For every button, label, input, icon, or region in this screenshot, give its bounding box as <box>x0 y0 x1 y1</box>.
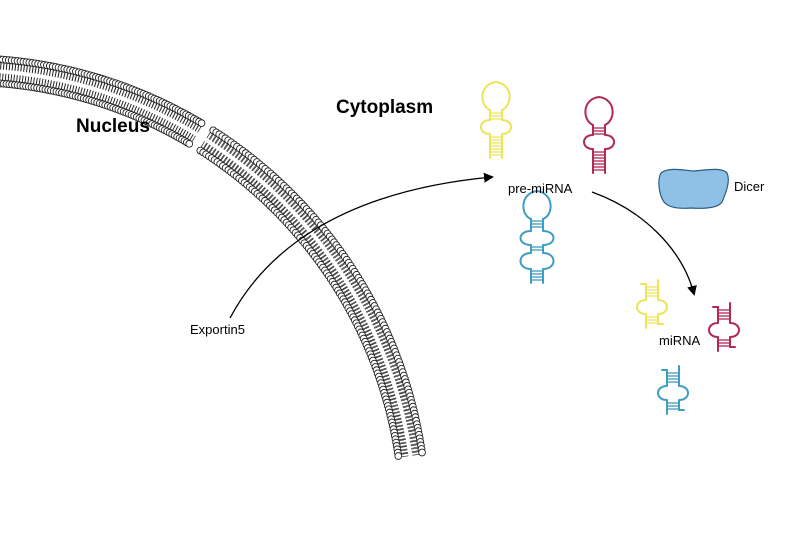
mirna-duplex-icon <box>708 302 740 352</box>
mirna-duplex-icon <box>636 279 668 329</box>
pre-mirna-hairpin-icon <box>480 81 512 159</box>
pre-mirna-label: pre-miRNA <box>508 181 573 196</box>
dicing-arrow-icon <box>591 191 697 296</box>
mirna-duplex-icon <box>657 365 689 415</box>
export-arrow-icon <box>229 172 494 319</box>
mirna-label: miRNA <box>659 333 701 348</box>
membrane-upper-icon <box>0 55 206 148</box>
pre-mirna-hairpin-icon <box>583 96 615 174</box>
cytoplasm-label: Cytoplasm <box>336 97 434 118</box>
dicer-label: Dicer <box>734 179 765 194</box>
nucleus-label: Nucleus <box>76 116 150 137</box>
dicer-enzyme-icon <box>658 168 729 209</box>
exportin-label: Exportin5 <box>190 322 245 337</box>
pre-mirna-hairpin-icon <box>519 190 555 284</box>
membrane-lower-icon <box>196 126 426 460</box>
